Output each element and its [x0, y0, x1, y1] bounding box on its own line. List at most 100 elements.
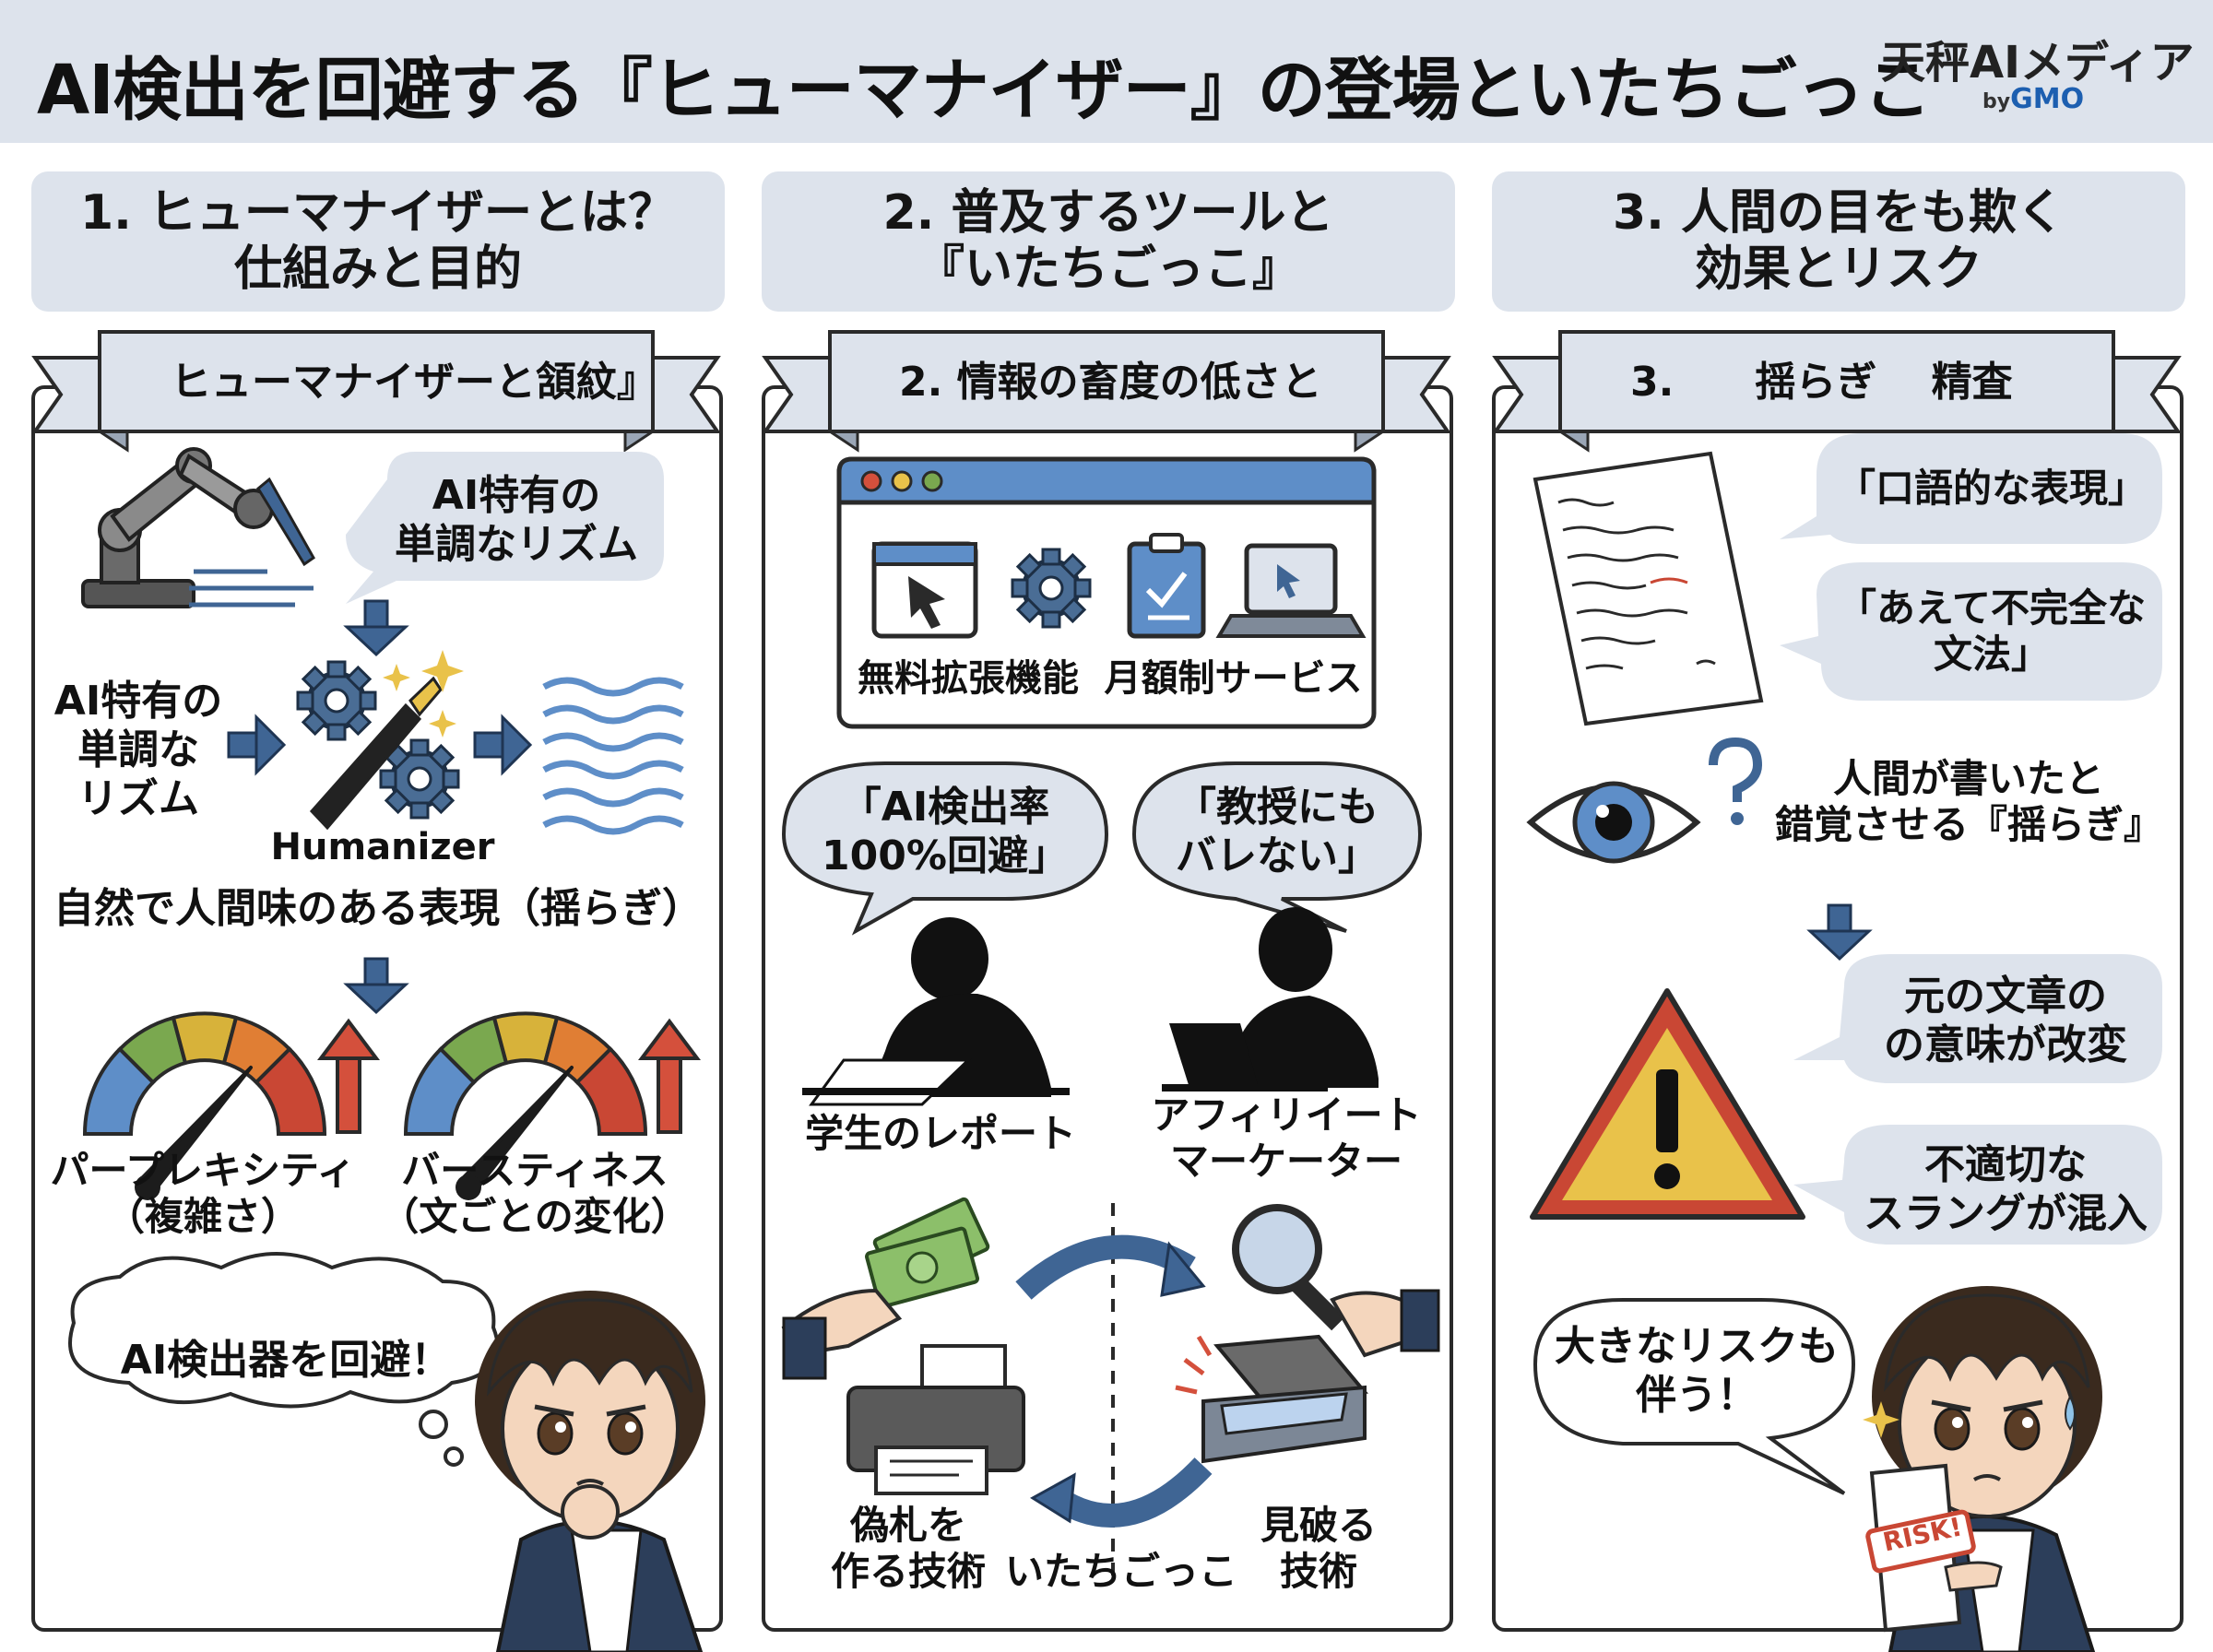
bubble2-text: 「あえて不完全な 文法」 — [1817, 585, 2167, 678]
student-silhouette — [802, 917, 1070, 1106]
bubble-top-text: AI特有の 単調なリズム — [369, 472, 664, 570]
free-extension-label: 無料拡張機能 — [858, 657, 1079, 700]
settings-gear-icon — [1011, 548, 1092, 629]
perplexity-label: パープレキシティ （複雑さ） — [37, 1148, 369, 1241]
speech-bubble-shape — [1533, 1298, 1856, 1495]
bubble-left-shape — [781, 761, 1109, 936]
warning-triangle-icon — [1530, 988, 1805, 1220]
sparkle-icon — [383, 650, 464, 738]
clipboard-icon — [1127, 533, 1206, 639]
marketer-silhouette — [1162, 907, 1379, 1092]
bubble-top-shape — [346, 452, 664, 604]
title-bar — [0, 0, 2213, 143]
thought-bubble-text: AI検出器を回避！ — [120, 1337, 452, 1384]
student-report-label: 学生のレポート — [804, 1111, 1076, 1156]
eye-icon — [1526, 781, 1701, 864]
burstiness-line1: バースティネス — [401, 1148, 669, 1193]
affiliate-line1: アフィリイート — [1151, 1092, 1422, 1138]
perplexity-line2: （複雑さ） — [105, 1194, 300, 1240]
bubble4-shape — [1793, 1125, 2162, 1245]
humanizer-label: Humanizer — [270, 826, 495, 868]
brand-by: by — [1982, 90, 2011, 113]
eye-illusion-line2: 錯覚させる『揺らぎ』 — [1774, 802, 2162, 848]
column-3-header-line2: 効果とリスク — [1694, 242, 1982, 297]
bubble-left-line2: 100%回避」 — [822, 832, 1069, 879]
detection-tech-label: 見破る 技術 — [1236, 1503, 1402, 1596]
bubble-right-shape — [1131, 761, 1423, 933]
eye-illusion-line1: 人間が書いたと — [1832, 756, 2104, 801]
affiliate-line2: マーケーター — [1169, 1139, 1402, 1185]
bubble-top-line2: 単調なリズム — [395, 520, 638, 568]
bubble3-line1: 元の文章の — [1904, 973, 2107, 1020]
bubble3-shape — [1793, 954, 2162, 1083]
brand-byline: byGMO — [1982, 83, 2084, 115]
perplexity-line1: パープレキシティ — [50, 1148, 356, 1193]
ai-rhythm-line1: AI特有の — [53, 678, 223, 725]
magnifier-icon — [1232, 1204, 1440, 1358]
brand-gmo: GMO — [2010, 83, 2085, 115]
column-3-header-line1: 3. 人間の目をも欺く — [1612, 184, 2065, 241]
bubble-right-line1: 「教授にも — [1176, 784, 1379, 831]
robot-arm-icon — [81, 447, 315, 608]
bubble1-shape — [1780, 433, 2162, 544]
page-title: AI検出を回避する『ヒューマナイザー』の登場といたちごっこ — [37, 51, 1932, 130]
affiliate-marketer-label: アフィリイート マーケーター — [1148, 1092, 1425, 1186]
column-2-header-line1: 2. 普及するツールと — [882, 184, 1334, 241]
bubble2-line1: 「あえて不完全な — [1838, 585, 2146, 631]
bubble-left-line1: 「AI検出率 — [840, 784, 1050, 831]
column-2-header-line2: 『いたちごっこ』 — [916, 242, 1300, 297]
natural-expression-text: 自然で人間味のある表現（揺らぎ） — [53, 885, 703, 932]
column-1-header-line2: 仕組みと目的 — [233, 242, 522, 297]
ai-rhythm-line2: 単調な — [77, 726, 199, 773]
detection-line1: 見破る — [1260, 1503, 1377, 1548]
subscription-service-label: 月額制サービス — [1104, 657, 1363, 700]
printer-icon — [846, 1344, 1025, 1495]
speech-line1: 大きなリスクも — [1555, 1323, 1839, 1370]
scanner-icon — [1175, 1334, 1368, 1464]
burstiness-line2: （文ごとの変化） — [380, 1194, 690, 1240]
column-3-ribbon-label: 3. 揺らぎ 精査 — [1630, 359, 2013, 406]
bubble4-text: 不適切な スラングが混入 — [1849, 1141, 2162, 1239]
bubble3-text: 元の文章の の意味が改変 — [1849, 973, 2162, 1070]
bubble4-line2: スラングが混入 — [1864, 1189, 2148, 1237]
column-1-ribbon-label: ヒューマナイザーと頷紋』 — [171, 359, 657, 406]
browser-window — [836, 456, 1377, 729]
speech-line2: 伴う！ — [1636, 1371, 1757, 1419]
bubble4-line1: 不適切な — [1924, 1141, 2087, 1188]
ai-rhythm-label: AI特有の 単調な リズム — [46, 678, 231, 823]
column-2-header: 2. 普及するツールと 『いたちごっこ』 — [762, 171, 1455, 312]
ai-rhythm-line3: リズム — [77, 774, 199, 822]
bubble-right-line2: バレない」 — [1176, 832, 1379, 879]
eye-illusion-text: 人間が書いたと 錯覚させる『揺らぎ』 — [1761, 756, 2176, 849]
thinking-man-illustration — [475, 1291, 705, 1652]
speech-bubble-text: 大きなリスクも 伴う！ — [1544, 1323, 1849, 1421]
burstiness-label: バースティネス （文ごとの変化） — [369, 1148, 701, 1241]
magic-wand-icon — [309, 702, 422, 831]
extension-window-icon — [871, 541, 978, 639]
column-1-header-line1: 1. ヒューマナイザーとは？ — [79, 184, 677, 241]
brand-logo: 天秤AIメディア — [1881, 37, 2195, 88]
bubble-top-line1: AI特有の — [432, 472, 601, 519]
gear-icon — [296, 660, 377, 741]
bubble3-line2: の意味が改変 — [1884, 1021, 2127, 1068]
column-1-header: 1. ヒューマナイザーとは？ 仕組みと目的 — [31, 171, 725, 312]
wavy-text-icon — [542, 677, 684, 835]
thought-bubble-shape — [68, 1252, 500, 1409]
risk-document-icon — [1865, 1463, 2003, 1633]
question-mark-icon — [1709, 737, 1763, 825]
paper-document-icon — [1533, 451, 1764, 726]
bubble-right-text: 「教授にも バレない」 — [1143, 784, 1411, 881]
column-2-ribbon-label: 2. 情報の畜度の低さと — [899, 359, 1322, 406]
counterfeit-line2: 作る技術 — [830, 1549, 986, 1595]
column-3-header: 3. 人間の目をも欺く 効果とリスク — [1492, 171, 2185, 312]
laptop-icon — [1215, 543, 1367, 638]
counterfeit-line1: 偽札を — [849, 1503, 966, 1548]
bubble1-text: 「口語的な表現」 — [1836, 466, 2147, 511]
detection-line2: 技術 — [1279, 1549, 1357, 1595]
money-icon — [781, 1197, 990, 1380]
bubble2-line2: 文法」 — [1933, 631, 2050, 678]
counterfeit-tech-label: 偽札を 作る技術 — [811, 1503, 1005, 1596]
bubble2-shape — [1780, 562, 2162, 701]
bubble-left-text: 「AI検出率 100%回避」 — [793, 784, 1097, 881]
